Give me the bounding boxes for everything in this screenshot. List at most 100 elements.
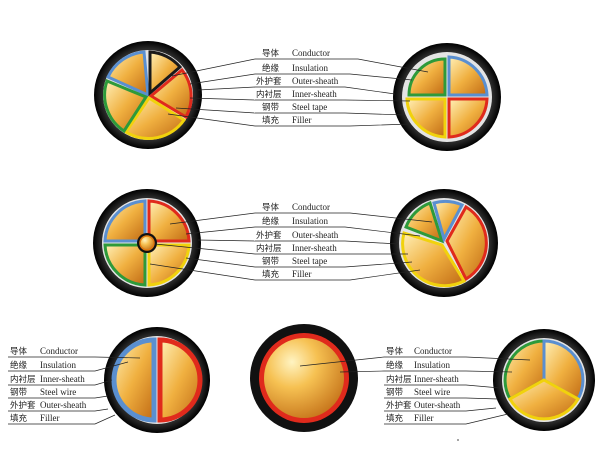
legend-c-label-en-1: Conductor bbox=[40, 346, 78, 356]
leader-line bbox=[197, 86, 256, 91]
cable-mid-right bbox=[390, 189, 498, 297]
conductor-core-red bbox=[445, 204, 488, 282]
legend-block-c: 导体 Conductor 绝缘 Insulation 内衬层 Inner-she… bbox=[8, 346, 141, 425]
leader-line bbox=[197, 239, 256, 242]
leader-line bbox=[189, 73, 256, 85]
cable-bottom-right bbox=[493, 329, 595, 431]
stray-dot bbox=[457, 439, 459, 441]
leader-line bbox=[8, 356, 141, 359]
legend-a-label-en-4: Inner-sheath bbox=[292, 89, 337, 99]
leader-line bbox=[175, 107, 256, 114]
leader-line bbox=[255, 73, 413, 81]
conductor-core-yellow bbox=[507, 378, 581, 421]
legend-d-label-zh-2: 绝缘 bbox=[386, 360, 404, 371]
leader-line bbox=[169, 212, 256, 225]
leader-line bbox=[8, 408, 109, 412]
legend-b-label-en-6: Filler bbox=[292, 269, 312, 279]
legend-d-label-en-6: Filler bbox=[414, 413, 434, 423]
conductor-core-green bbox=[404, 201, 445, 244]
conductor-core-red bbox=[147, 199, 191, 243]
cable-top-left bbox=[94, 41, 202, 149]
leader-line bbox=[255, 99, 411, 102]
leader-line bbox=[189, 97, 256, 101]
legend-d-label-zh-1: 导体 bbox=[386, 346, 404, 357]
cable-top-right bbox=[393, 43, 501, 151]
leader-line bbox=[255, 112, 406, 116]
leader-line bbox=[8, 395, 109, 399]
leader-line bbox=[255, 269, 421, 281]
leader-line bbox=[339, 370, 385, 373]
leader-line bbox=[384, 397, 499, 400]
legend-d-label-en-1: Conductor bbox=[414, 346, 452, 356]
legend-b-label-en-5: Steel tape bbox=[292, 256, 327, 266]
conductor-core-black bbox=[148, 50, 183, 97]
neutral-core bbox=[139, 235, 155, 251]
legend-b-label-zh-3: 外护套 bbox=[256, 230, 282, 241]
conductor-core-green bbox=[407, 57, 447, 97]
conductor-core-blue bbox=[105, 50, 150, 98]
legend-d-label-zh-3: 内衬层 bbox=[386, 374, 412, 385]
conductor-core-yellow bbox=[123, 95, 187, 140]
legend-block-b: 导体 Conductor 绝缘 Insulation 外护套 Outer-she… bbox=[149, 202, 433, 281]
cable-bottom-middle bbox=[250, 324, 358, 432]
legend-c-label-zh-1: 导体 bbox=[10, 346, 28, 357]
legend-c-label-zh-4: 钢带 bbox=[10, 387, 28, 398]
leader-line bbox=[384, 384, 501, 389]
leader-line bbox=[384, 356, 531, 361]
legend-a-label-zh-4: 内衬层 bbox=[256, 89, 282, 100]
legend-c-label-en-2: Insulation bbox=[40, 360, 76, 370]
conductor-core-blue bbox=[432, 200, 465, 244]
legend-b-label-zh-6: 填充 bbox=[262, 269, 280, 280]
conductor-core-green bbox=[103, 243, 147, 287]
legend-c-label-en-3: Inner-sheath bbox=[40, 374, 85, 384]
legend-b-label-en-1: Conductor bbox=[292, 202, 330, 212]
leader-line bbox=[255, 86, 396, 95]
conductor-core bbox=[264, 338, 344, 418]
leader-line bbox=[299, 356, 385, 367]
conductor-core-green bbox=[103, 79, 149, 134]
legend-a-label-en-6: Filler bbox=[292, 115, 312, 125]
cable-bottom-left bbox=[104, 327, 210, 433]
legend-d-label-zh-4: 钢带 bbox=[386, 387, 404, 398]
legend-b-label-zh-2: 绝缘 bbox=[262, 216, 280, 227]
legend-c-label-zh-3: 内衬层 bbox=[10, 374, 36, 385]
legend-c-label-zh-5: 外护套 bbox=[10, 400, 36, 411]
legend-a-label-en-2: Insulation bbox=[292, 63, 328, 73]
leader-line bbox=[384, 370, 513, 373]
leader-line bbox=[8, 379, 113, 386]
conductor-core-blue bbox=[111, 337, 157, 423]
conductor-core-red bbox=[148, 67, 193, 120]
legend-b-label-zh-1: 导体 bbox=[262, 202, 280, 213]
filler bbox=[402, 52, 492, 142]
conductor-core-yellow bbox=[401, 231, 467, 288]
leader-line bbox=[384, 407, 497, 412]
legend-a-label-zh-6: 填充 bbox=[262, 115, 280, 126]
legend-c-label-en-4: Steel wire bbox=[40, 387, 76, 397]
legend-b-label-en-4: Inner-sheath bbox=[292, 243, 337, 253]
cable-mid-left bbox=[93, 189, 201, 297]
conductor-core-yellow bbox=[405, 97, 447, 139]
leader-line bbox=[167, 113, 256, 127]
legend-d-label-en-2: Insulation bbox=[414, 360, 450, 370]
conductor-core-blue bbox=[447, 55, 489, 97]
legend-a-label-zh-2: 绝缘 bbox=[262, 63, 280, 74]
conductor-core-yellow bbox=[147, 243, 191, 287]
leader-line bbox=[185, 257, 256, 268]
legend-a-label-en-1: Conductor bbox=[292, 48, 330, 58]
legend-block-a: 导体 Conductor 绝缘 Insulation 外护套 Outer-she… bbox=[167, 48, 429, 127]
legend-d-label-en-4: Steel wire bbox=[414, 387, 450, 397]
legend-b-label-zh-4: 内衬层 bbox=[256, 243, 282, 254]
conductor-core-red bbox=[157, 337, 203, 423]
legend-d-label-en-5: Outer-sheath bbox=[414, 400, 461, 410]
legend-block-d: 导体 Conductor 绝缘 Insulation 内衬层 Inner-she… bbox=[299, 346, 531, 425]
legend-a-label-en-3: Outer-sheath bbox=[292, 76, 339, 86]
legend-d-label-zh-6: 填充 bbox=[386, 413, 404, 424]
legend-d-label-en-3: Inner-sheath bbox=[414, 374, 459, 384]
leader-line bbox=[255, 123, 411, 127]
leader-line bbox=[154, 243, 256, 255]
leader-line bbox=[255, 212, 433, 223]
legend-d-label-zh-5: 外护套 bbox=[386, 400, 412, 411]
legend-a-label-zh-1: 导体 bbox=[262, 48, 280, 59]
legend-b-label-zh-5: 钢带 bbox=[262, 256, 280, 267]
leader-line bbox=[8, 361, 129, 372]
